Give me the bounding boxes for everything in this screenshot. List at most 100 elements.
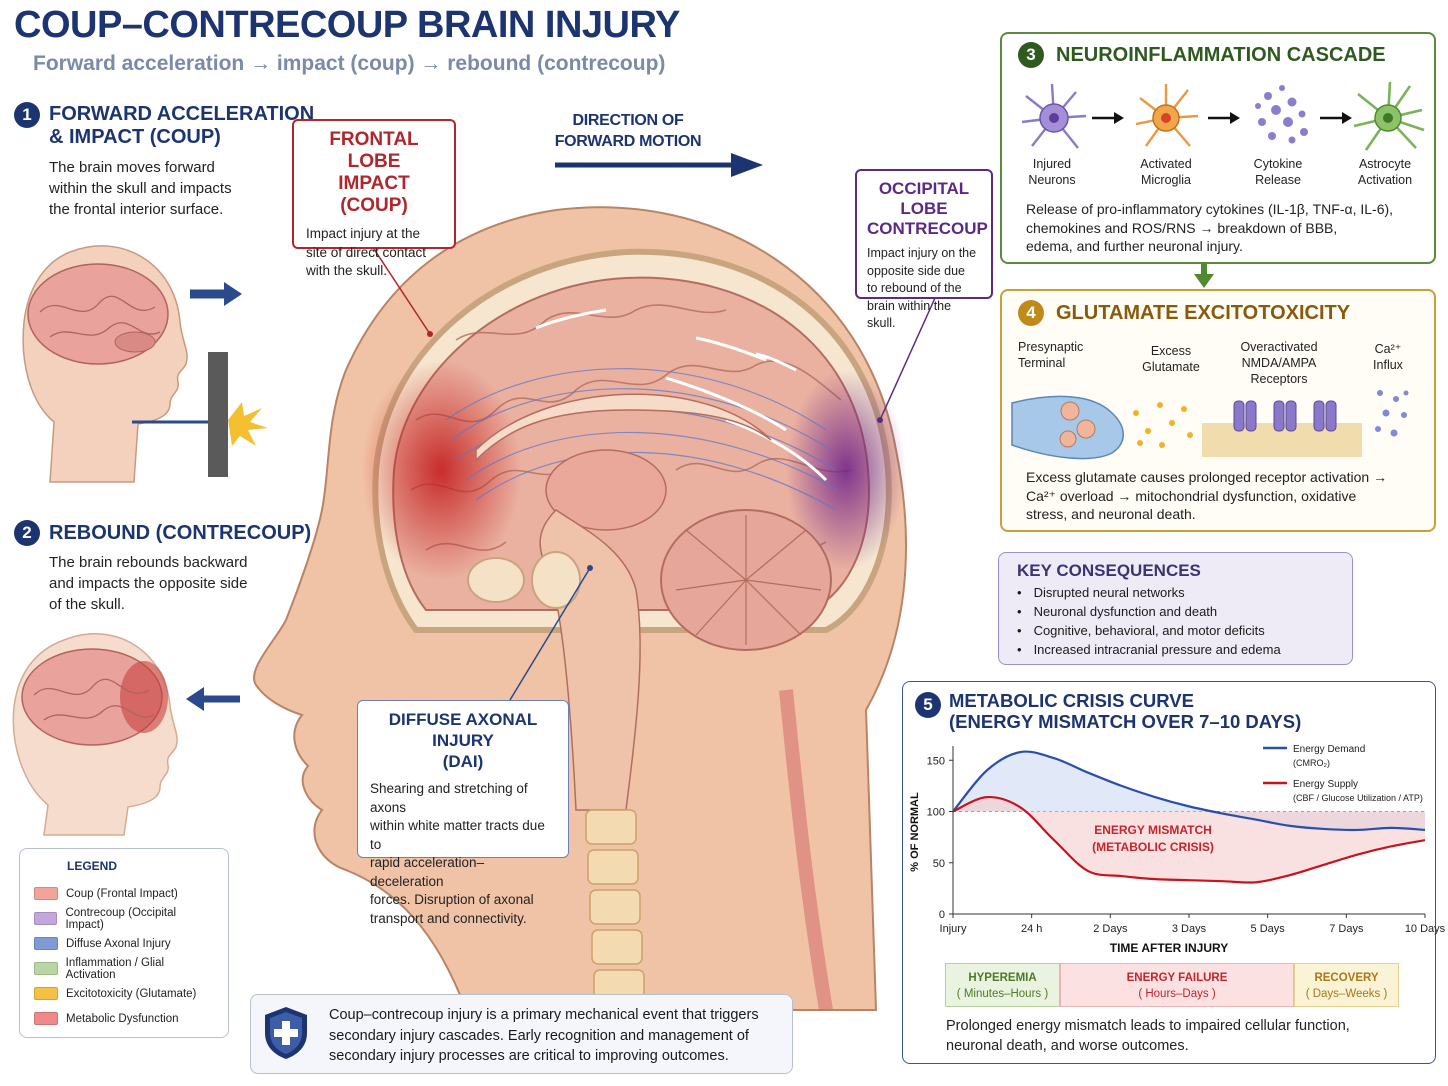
label-presynaptic-terminal: Presynaptic Terminal (1018, 340, 1084, 370)
frontal-lobe-callout-title: FRONTAL LOBE IMPACT (COUP) (329, 129, 419, 216)
chart-legend-label: Energy Supply (1293, 779, 1358, 790)
x-axis-title: TIME AFTER INJURY (1110, 941, 1228, 955)
section-3-heading: NEUROINFLAMMATION CASCADE (1056, 44, 1386, 66)
legend-item-label: Excitotoxicity (Glutamate) (66, 987, 197, 1000)
key-consequences-list: Disrupted neural networks Neuronal dysfu… (1017, 583, 1281, 659)
label-nmda-ampa-receptors: Overactivated NMDA/AMPA Receptors (1240, 340, 1318, 386)
legend-item: Inflammation / Glial Activation (34, 956, 214, 981)
y-axis-title: % OF NORMAL (909, 792, 921, 872)
direction-of-motion-label: DIRECTION OF FORWARD MOTION (554, 112, 702, 150)
x-tick-label: 5 Days (1251, 923, 1286, 935)
x-tick-label: 24 h (1021, 923, 1042, 935)
legend-item: Coup (Frontal Impact) (34, 881, 214, 906)
section-2: 2 (14, 520, 40, 546)
energy-supply-line (952, 796, 1426, 884)
legend-item-label: Metabolic Dysfunction (66, 1012, 179, 1025)
section-4-heading: GLUTAMATE EXCITOTOXICITY (1056, 302, 1351, 324)
x-tick-label: 3 Days (1172, 923, 1207, 935)
legend-item-label: Coup (Frontal Impact) (66, 887, 178, 900)
legend-swatch (34, 887, 58, 900)
x-tick-label: 2 Days (1093, 923, 1128, 935)
astrocyte-activation-icon (1353, 81, 1425, 151)
chart-legend-sublabel: (CMRO₂) (1293, 758, 1330, 768)
demand-area-fill (953, 751, 1425, 830)
legend: LEGEND Coup (Frontal Impact) Contrecoup (… (19, 848, 229, 1038)
step-number-1: 1 (14, 102, 40, 128)
shield-medical-icon (265, 1007, 307, 1059)
glutamate-molecules-icon (1133, 402, 1193, 448)
phase-hyperemia: HYPEREMIA ( Minutes–Hours ) (945, 963, 1060, 1007)
synapse-illustration (1011, 390, 1409, 460)
legend-swatch (34, 937, 58, 950)
frontal-lobe-callout: FRONTAL LOBE IMPACT (COUP) Impact injury… (292, 119, 456, 278)
page-title: COUP–CONTRECOUP BRAIN INJURY (14, 4, 680, 46)
section-3-body: Release of pro-inflammatory cytokines (I… (1026, 201, 1394, 254)
dai-callout-body: Shearing and stretching of axons within … (370, 781, 545, 926)
step-number-4: 4 (1018, 300, 1044, 326)
injured-neuron-icon (1021, 83, 1087, 149)
section-1: 1 (14, 102, 40, 128)
bottom-note-text: Coup–contrecoup injury is a primary mech… (329, 1007, 759, 1064)
section-5-footer: Prolonged energy mismatch leads to impai… (946, 1018, 1350, 1054)
diffuse-axonal-injury-callout: DIFFUSE AXONAL INJURY (DAI) Shearing and… (357, 700, 569, 926)
section-1-heading-line1: FORWARD ACCELERATION (49, 103, 315, 125)
mismatch-label-line1: ENERGY MISMATCH (1094, 823, 1212, 837)
section-2-body: The brain rebounds backward and impacts … (49, 554, 248, 613)
legend-item-label: Contrecoup (Occipital Impact) (65, 906, 177, 931)
legend-item: Excitotoxicity (Glutamate) (34, 981, 214, 1006)
frontal-lobe-callout-body: Impact injury at the site of direct cont… (306, 226, 427, 278)
list-item: Disrupted neural networks (1017, 583, 1281, 602)
bottom-note: Coup–contrecoup injury is a primary mech… (250, 994, 793, 1074)
forward-motion-arrow-icon (555, 153, 763, 177)
legend-items: Coup (Frontal Impact) Contrecoup (Occipit… (34, 881, 214, 1031)
mismatch-label-line2: (METABOLIC CRISIS) (1092, 840, 1214, 854)
label-calcium-influx: Ca²⁺ Influx (1373, 342, 1403, 372)
legend-item-label: Diffuse Axonal Injury (66, 937, 171, 950)
rebound-head-illustration (12, 633, 240, 836)
legend-swatch (34, 1012, 58, 1025)
section-5-heading: METABOLIC CRISIS CURVE (ENERGY MISMATCH … (949, 690, 1302, 732)
x-tick-label: Injury (940, 923, 967, 935)
brain-sagittal-illustration (253, 206, 907, 1012)
stage-label-activated-microglia: Activated Microglia (1140, 157, 1192, 187)
legend-item: Diffuse Axonal Injury (34, 931, 214, 956)
section-4-body: Excess glutamate causes prolonged recept… (1026, 469, 1388, 522)
energy-demand-line (952, 750, 1426, 832)
page-subtitle: Forward acceleration → impact (coup) → r… (33, 52, 666, 75)
y-tick-label: 50 (933, 858, 945, 870)
y-tick-label: 150 (927, 755, 945, 767)
neuroinflammation-cascade-panel: 3 NEUROINFLAMMATION CASCADE (1000, 32, 1436, 264)
occipital-lobe-callout: OCCIPITAL LOBE CONTRECOUP Impact injury … (855, 169, 993, 330)
mismatch-area-fill (953, 797, 1425, 883)
forward-head-illustration (22, 245, 268, 483)
list-item: Increased intracranial pressure and edem… (1017, 640, 1281, 659)
activated-microglia-icon (1135, 84, 1199, 147)
key-consequences-panel: KEY CONSEQUENCES Disrupted neural networ… (998, 552, 1353, 665)
legend-swatch (34, 912, 58, 925)
stage-label-astrocyte-activation: Astrocyte Activation (1357, 157, 1413, 187)
key-consequences-heading: KEY CONSEQUENCES (1017, 561, 1201, 580)
metabolic-crisis-panel: 5 METABOLIC CRISIS CURVE (ENERGY MISMATC… (902, 681, 1446, 1064)
dai-callout-title: DIFFUSE AXONAL INJURY (DAI) (388, 710, 538, 771)
legend-swatch (34, 987, 58, 1000)
stage-label-cytokine-release: Cytokine Release (1253, 157, 1303, 187)
glutamate-excitotoxicity-panel: 4 GLUTAMATE EXCITOTOXICITY Presynaptic T… (1000, 289, 1436, 532)
legend-item-label: Inflammation / Glial Activation (65, 956, 165, 981)
legend-item: Metabolic Dysfunction (34, 1006, 214, 1031)
step-number-3: 3 (1018, 42, 1044, 68)
list-item: Cognitive, behavioral, and motor deficit… (1017, 621, 1281, 640)
stage-label-injured-neurons: Injured Neurons (1028, 157, 1076, 187)
cytokine-release-icon (1255, 85, 1308, 144)
section-1-body: The brain moves forward within the skull… (49, 159, 232, 218)
phase-bar: HYPEREMIA ( Minutes–Hours ) ENERGY FAILU… (945, 963, 1399, 1007)
y-tick-label: 100 (927, 807, 945, 819)
phase-energy-failure: ENERGY FAILURE ( Hours–Days ) (1060, 963, 1294, 1007)
legend-item: Contrecoup (Occipital Impact) (34, 906, 214, 931)
phase-recovery: RECOVERY ( Days–Weeks ) (1294, 963, 1399, 1007)
x-tick-label: 10 Days (1405, 923, 1446, 935)
cascade-cells-illustration (1021, 81, 1425, 151)
legend-title: LEGEND (67, 859, 118, 873)
section-1-heading: FORWARD ACCELERATION & IMPACT (COUP) (49, 103, 314, 149)
